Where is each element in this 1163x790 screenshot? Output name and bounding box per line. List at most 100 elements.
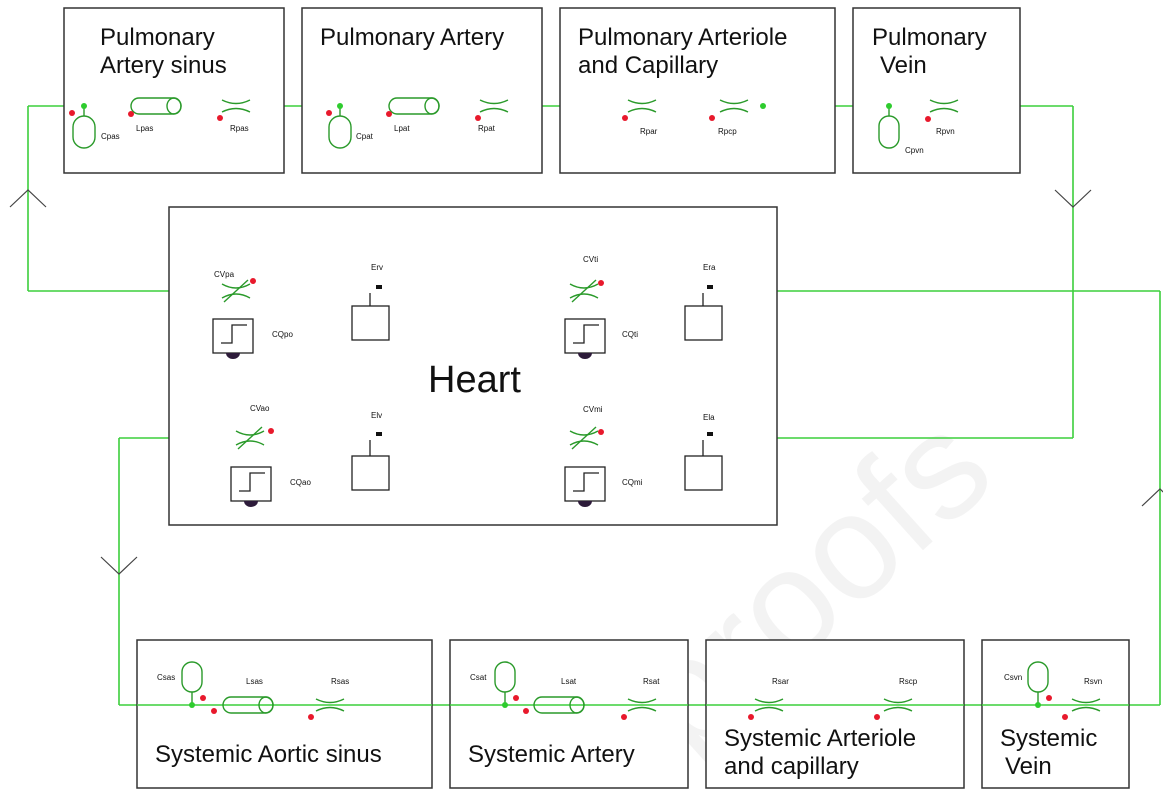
svg-text:Systemic Arteriole: Systemic Arteriole xyxy=(724,725,916,752)
block-title: Pulmonary Artery xyxy=(320,24,504,51)
right-ventricle-elastance: Erv xyxy=(351,263,390,341)
component-label: Csvn xyxy=(1004,673,1022,682)
component-label: Rscp xyxy=(899,677,918,686)
block-frame xyxy=(449,639,689,789)
flow-arrow-down-icon xyxy=(1054,189,1092,208)
component-label: Rsar xyxy=(772,677,789,686)
component-label: Cpas xyxy=(101,132,120,141)
component-label: CQti xyxy=(622,330,638,339)
flow-arrow-down-icon xyxy=(100,556,138,575)
component-label: Rpvn xyxy=(936,127,955,136)
component-label: Lsas xyxy=(246,677,263,686)
svg-text:Systemic: Systemic xyxy=(1000,725,1097,752)
component-label: Era xyxy=(703,263,716,272)
block-frame xyxy=(63,7,285,174)
svg-text:Pulmonary Arteriole: Pulmonary Arteriole xyxy=(578,24,787,51)
left-atrium-elastance: Ela xyxy=(684,413,723,491)
inertance-inductor: Lsat xyxy=(523,677,585,714)
svg-text:Systemic Artery: Systemic Artery xyxy=(468,741,635,768)
component-label: Cpvn xyxy=(905,146,924,155)
svg-text:Pulmonary Artery: Pulmonary Artery xyxy=(320,24,504,51)
block-title: Systemic Artery xyxy=(468,741,635,768)
component-label: Erv xyxy=(371,263,383,272)
block-frame xyxy=(852,7,1021,174)
compliance-capacitor: Csat xyxy=(470,661,519,708)
resistance-valve: Rsvn xyxy=(1062,677,1102,720)
resistance-valve: Rscp xyxy=(874,677,918,720)
component-label: Rsat xyxy=(643,677,660,686)
block-title: Artery sinus xyxy=(100,52,227,79)
block-title: and capillary xyxy=(724,753,859,780)
svg-text:and capillary: and capillary xyxy=(724,753,859,780)
compliance-capacitor: Cpvn xyxy=(878,103,924,155)
resistance-valve: Rsar xyxy=(748,677,789,720)
pulmonary-vein-block: Pulmonary Vein Cpvn Rpvn xyxy=(852,7,1021,174)
block-title: Systemic Aortic sinus xyxy=(155,741,382,768)
left-ventricle-elastance: Elv xyxy=(351,411,390,491)
component-label: CQmi xyxy=(622,478,643,487)
resistance-valve: Rpas xyxy=(217,99,251,133)
mitral-valve: CVmi xyxy=(569,405,604,450)
flow-arrow-up-icon xyxy=(9,189,47,208)
mitral-flow-sensor: CQmi xyxy=(564,466,643,507)
component-label: Rsas xyxy=(331,677,349,686)
block-frame xyxy=(705,639,965,789)
pulmonary-arteriole-capillary-block: Pulmonary Arteriole and Capillary Rpar R… xyxy=(559,7,836,174)
aortic-valve: CVao xyxy=(235,404,274,450)
heart-title: Heart xyxy=(428,359,521,401)
compliance-capacitor: Csvn xyxy=(1004,661,1052,708)
resistance-valve: Rpar xyxy=(622,99,658,136)
svg-text:Vein: Vein xyxy=(880,52,927,79)
block-frame xyxy=(559,7,836,174)
pulmonary-valve-flow-sensor: CQpo xyxy=(212,318,293,359)
block-frame xyxy=(301,7,543,174)
right-atrium-elastance: Era xyxy=(684,263,723,341)
svg-text:Systemic Aortic sinus: Systemic Aortic sinus xyxy=(155,741,382,768)
component-label: Rpat xyxy=(478,124,496,133)
block-title: Pulmonary xyxy=(100,24,215,51)
block-title: Vein xyxy=(880,52,927,79)
systemic-arteriole-capillary-block: Systemic Arteriole and capillary Rsar Rs… xyxy=(705,639,965,789)
component-label: Csas xyxy=(157,673,175,682)
component-label: Rpar xyxy=(640,127,658,136)
resistance-valve: Rsat xyxy=(621,677,660,720)
component-label: Rpcp xyxy=(718,127,737,136)
inertance-inductor: Lpas xyxy=(128,97,182,133)
pulmonary-artery-sinus-block: Pulmonary Artery sinus Cpas Lpas Rpas xyxy=(63,7,285,174)
compliance-capacitor: Csas xyxy=(157,661,206,708)
systemic-vein-block: Systemic Vein Csvn Rsvn xyxy=(981,639,1130,789)
flow-arrow-up-icon xyxy=(1141,488,1163,507)
compliance-capacitor: Cpat xyxy=(326,103,374,149)
component-label: Cpat xyxy=(356,132,374,141)
component-label: CVti xyxy=(583,255,598,264)
inertance-inductor: Lsas xyxy=(211,677,274,714)
component-label: Elv xyxy=(371,411,382,420)
component-label: Csat xyxy=(470,673,487,682)
block-frame xyxy=(981,639,1130,789)
svg-text:and Capillary: and Capillary xyxy=(578,52,718,79)
component-label: Lpat xyxy=(394,124,410,133)
compliance-capacitor: Cpas xyxy=(69,103,120,149)
block-title: Systemic xyxy=(1000,725,1097,752)
component-label: CQpo xyxy=(272,330,293,339)
pulmonary-artery-block: Pulmonary Artery Cpat Lpat Rpat xyxy=(301,7,543,174)
aortic-valve-flow-sensor: CQao xyxy=(230,466,311,507)
block-title: Vein xyxy=(1005,753,1052,780)
component-label: CVao xyxy=(250,404,270,413)
component-label: CVpa xyxy=(214,270,235,279)
component-label: Rsvn xyxy=(1084,677,1102,686)
svg-text:Vein: Vein xyxy=(1005,753,1052,780)
tricuspid-flow-sensor: CQti xyxy=(564,318,638,359)
pulmonary-valve: CVpa xyxy=(214,270,256,303)
resistance-valve: Rpvn xyxy=(925,99,959,136)
component-label: Rpas xyxy=(230,124,249,133)
tricuspid-valve: CVti xyxy=(569,255,604,303)
resistance-valve: Rsas xyxy=(308,677,349,720)
component-label: Lpas xyxy=(136,124,153,133)
block-title: Pulmonary Arteriole xyxy=(578,24,787,51)
inertance-inductor: Lpat xyxy=(386,97,440,133)
svg-text:Artery sinus: Artery sinus xyxy=(100,52,227,79)
heart-block: Heart CVpa CQpo Erv CVti xyxy=(168,206,778,526)
block-title: and Capillary xyxy=(578,52,718,79)
